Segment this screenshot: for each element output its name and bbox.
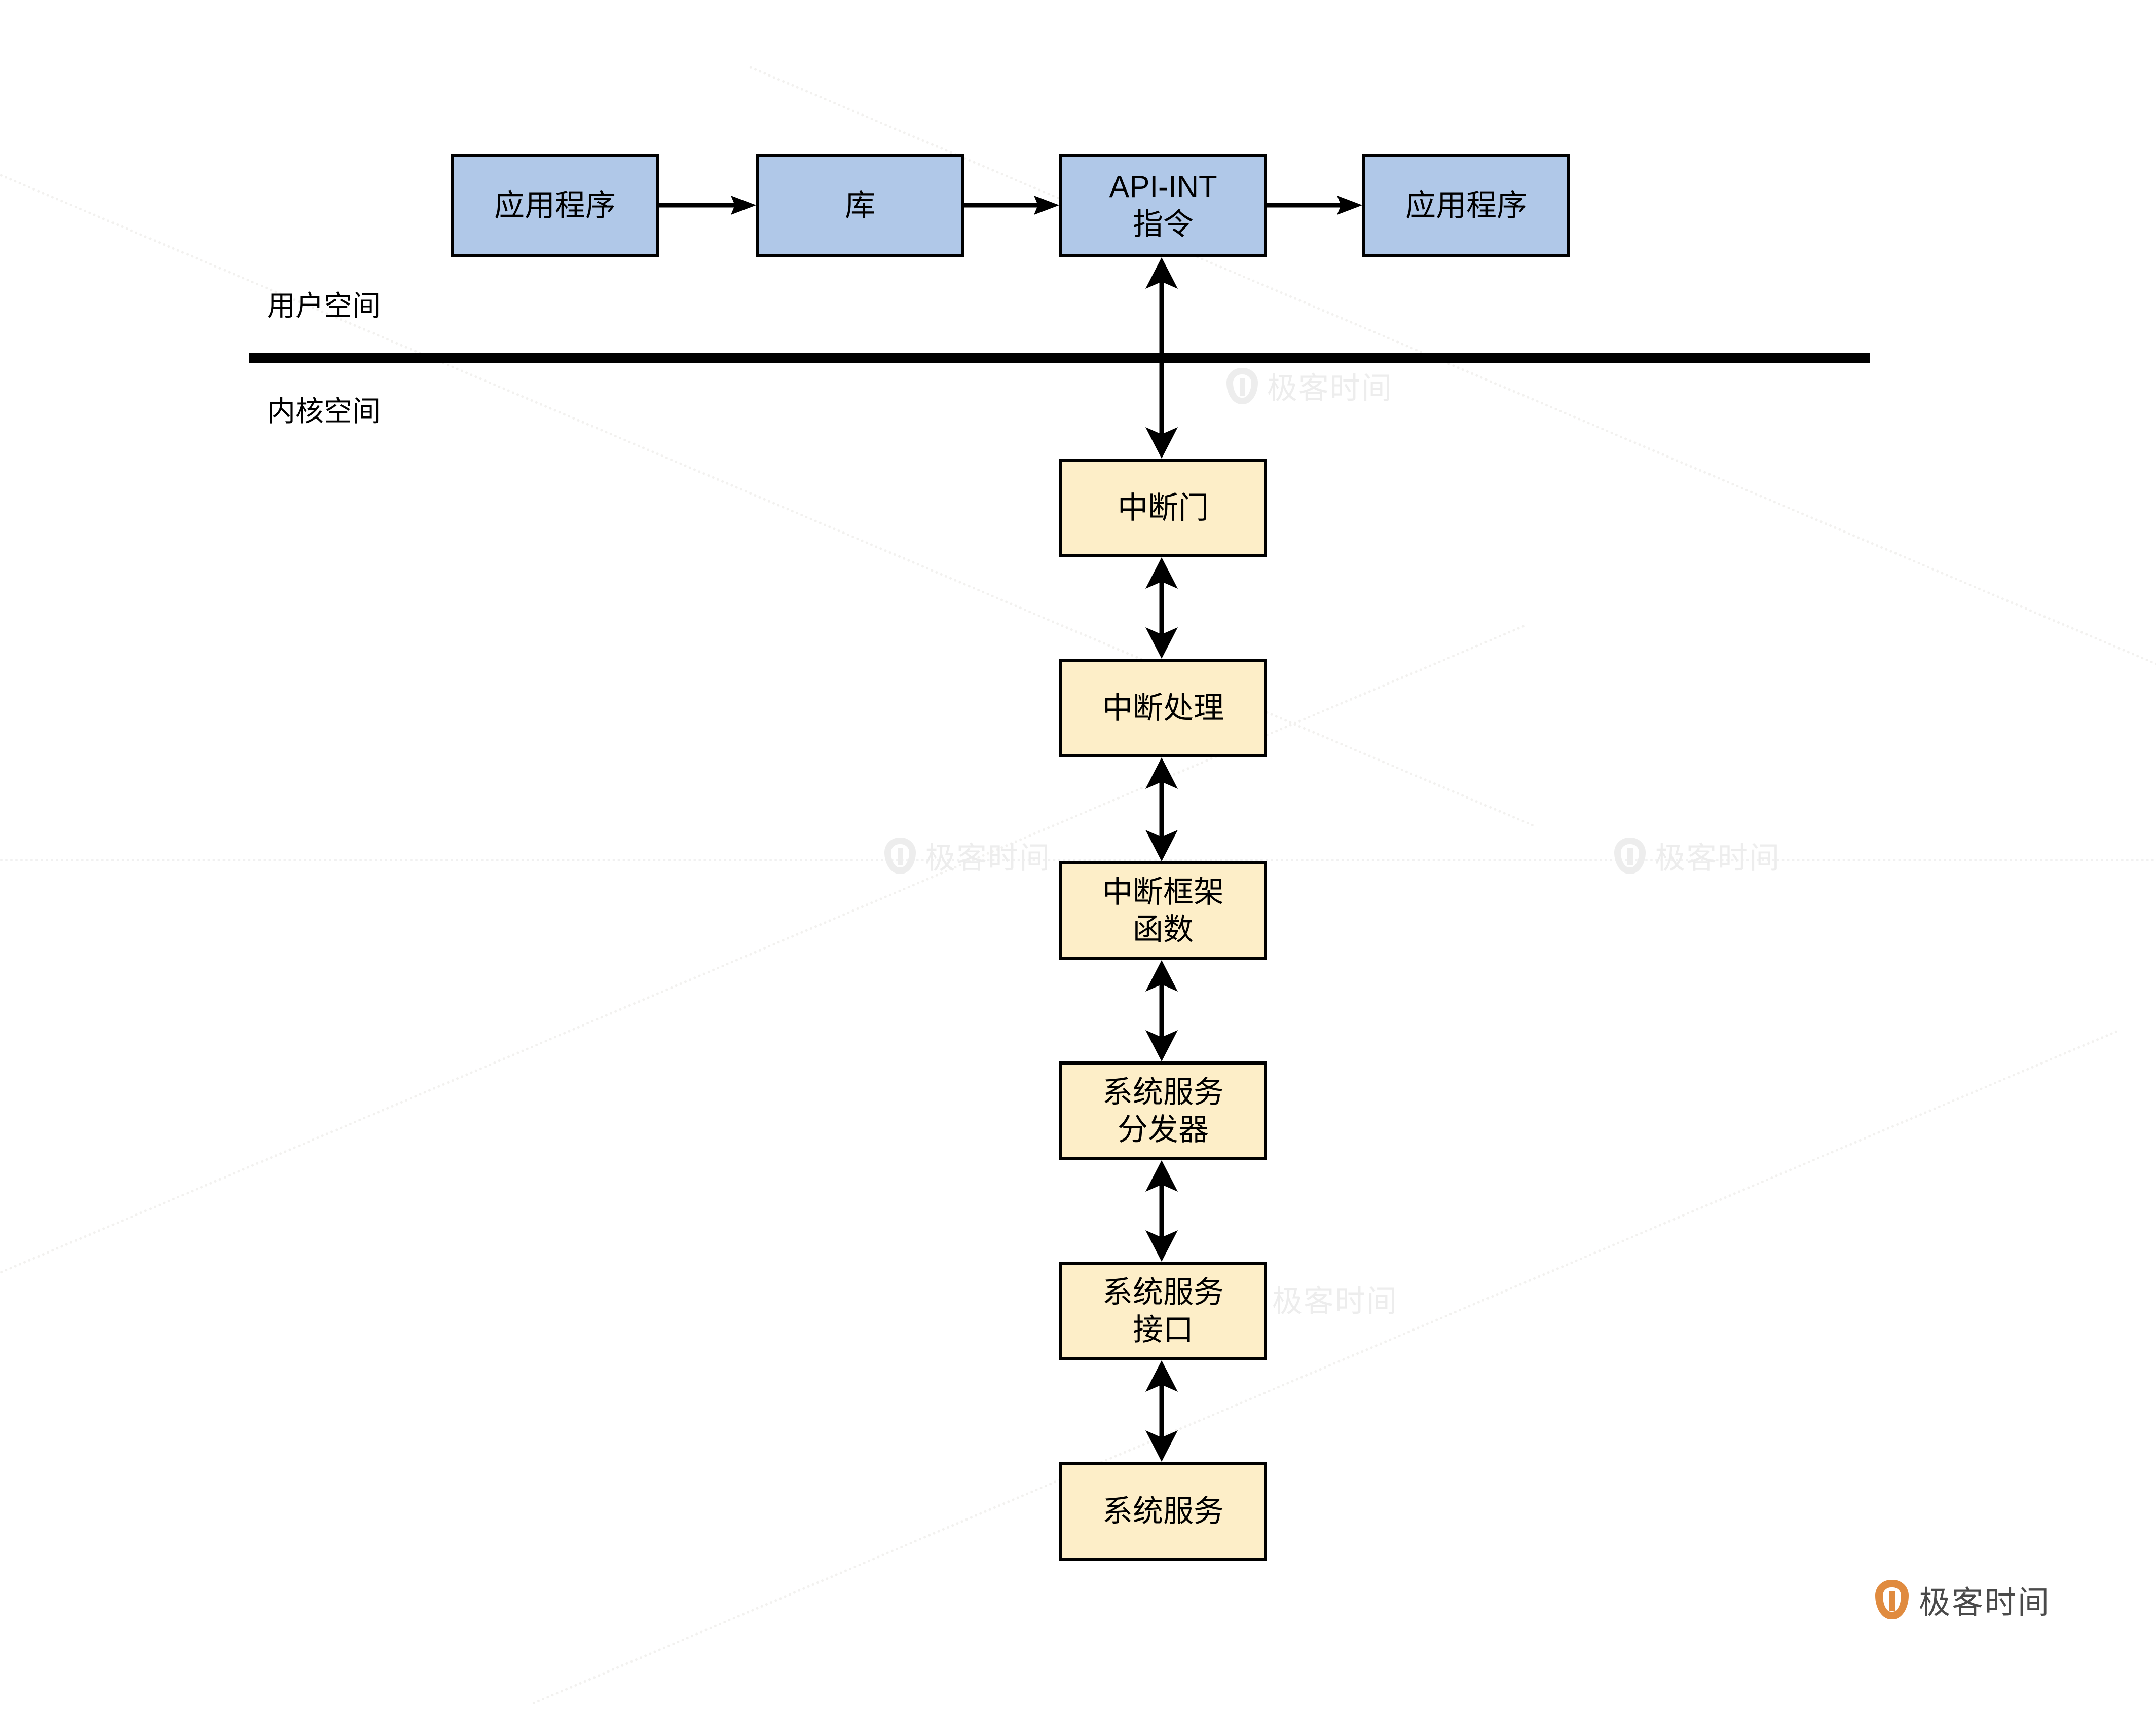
node-interrupt-framework-func[interactable]: 中断框架 函数 xyxy=(1059,861,1267,960)
arrow-api-int-to-app-right xyxy=(1267,195,1362,215)
brand-logo: 极客时间 xyxy=(1875,1577,2051,1622)
watermark-geektime: 极客时间 xyxy=(884,833,1051,878)
node-app-right[interactable]: 应用程序 xyxy=(1362,154,1570,257)
label-user-space: 用户空间 xyxy=(267,290,381,322)
geektime-pin-icon xyxy=(1614,837,1646,874)
watermark-label: 极客时间 xyxy=(1267,371,1393,405)
watermark-geektime: 极客时间 xyxy=(1226,364,1393,408)
arrow-app-left-to-library xyxy=(659,195,756,215)
arrow-interrupt-gate-to-handler xyxy=(1141,557,1182,659)
watermark-label: 极客时间 xyxy=(925,841,1051,875)
geektime-pin-icon xyxy=(884,837,916,874)
geektime-pin-icon xyxy=(1226,367,1258,404)
arrow-interface-to-system-service xyxy=(1141,1360,1182,1462)
watermark-geektime: 极客时间 xyxy=(1614,833,1780,878)
arrow-handler-to-framework-func xyxy=(1141,757,1182,861)
arrow-framework-func-to-dispatcher xyxy=(1141,960,1182,1061)
node-system-service-dispatcher[interactable]: 系统服务 分发器 xyxy=(1059,1061,1267,1160)
watermark-label: 极客时间 xyxy=(1655,841,1780,875)
label-kernel-space: 内核空间 xyxy=(267,395,381,427)
user-kernel-divider xyxy=(249,353,1870,363)
node-library[interactable]: 库 xyxy=(756,154,964,257)
geektime-pin-icon xyxy=(1875,1580,1909,1619)
node-interrupt-handler[interactable]: 中断处理 xyxy=(1059,659,1267,757)
arrow-dispatcher-to-interface xyxy=(1141,1160,1182,1262)
guide-line-diagonal-2 xyxy=(0,624,1527,1300)
brand-name: 极客时间 xyxy=(1919,1585,2051,1620)
node-app-left[interactable]: 应用程序 xyxy=(451,154,659,257)
node-system-service[interactable]: 系统服务 xyxy=(1059,1462,1267,1561)
node-system-service-interface[interactable]: 系统服务 接口 xyxy=(1059,1262,1267,1360)
node-api-int[interactable]: API-INT 指令 xyxy=(1059,154,1267,257)
node-interrupt-gate[interactable]: 中断门 xyxy=(1059,459,1267,557)
arrow-library-to-api-int xyxy=(964,195,1059,215)
watermark-label: 极客时间 xyxy=(1272,1284,1398,1318)
